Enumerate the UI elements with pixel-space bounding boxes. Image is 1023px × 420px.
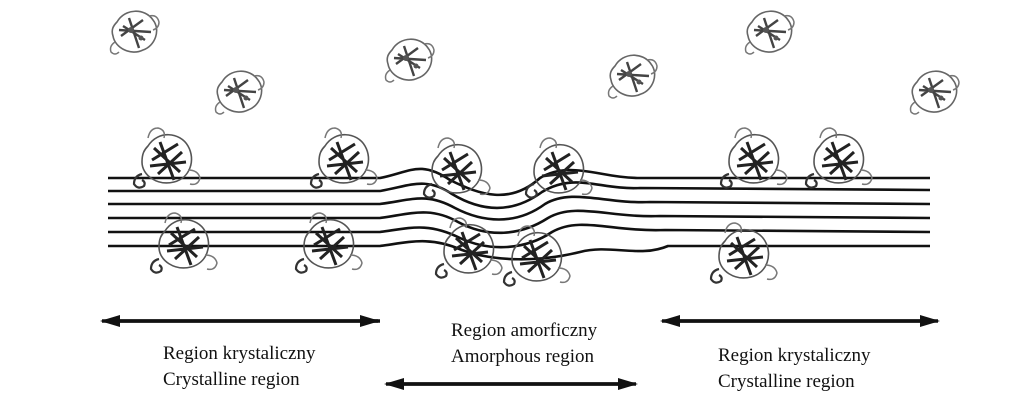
region-label-en: Amorphous region [451,346,595,367]
region-label-pl: Region krystaliczny [718,345,871,366]
bound-enzyme-icon [294,211,364,275]
amorphous-enzyme-icon [524,136,594,200]
amorphous-enzyme-icon [422,136,492,200]
region-arrows [100,315,940,390]
crystalline-region-label-left: Region krystaliczny Crystalline region [163,341,316,393]
crystalline-region-label-right: Region krystaliczny Crystalline region [718,343,871,395]
bound-enzyme-icon [149,211,219,275]
free-enzyme-icon [909,70,961,116]
region-label-en: Crystalline region [163,369,300,390]
amorphous-region-label: Region amorficzny Amorphous region [451,318,597,370]
free-enzyme-icon [384,38,436,84]
region-label-pl: Region krystaliczny [163,343,316,364]
region-label-en: Crystalline region [718,371,855,392]
free-enzyme-icon [214,70,266,116]
free-enzyme-icon [109,10,161,56]
region-label-pl: Region amorficzny [451,320,598,341]
free-enzyme-icon [607,54,659,100]
free-enzyme-icon [744,10,796,56]
